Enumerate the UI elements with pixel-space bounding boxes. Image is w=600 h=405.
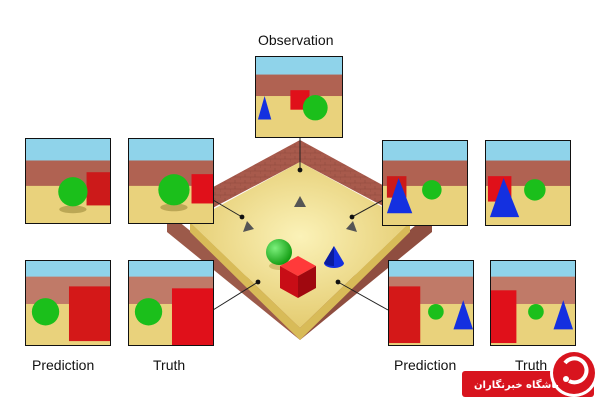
camera-right (346, 221, 357, 232)
truth-left-bottom-panel (128, 260, 214, 346)
connector-lines (212, 138, 389, 311)
prediction-left-top-panel (25, 138, 111, 224)
prediction-left-label: Prediction (32, 357, 95, 373)
prediction-right-top-panel (382, 140, 468, 226)
observation-label: Observation (258, 32, 334, 48)
truth-right-bottom-panel (490, 260, 576, 346)
connector-left-bottom (212, 281, 259, 311)
prediction-left-bottom-panel (25, 260, 111, 346)
truth-right-label: Truth (515, 357, 548, 373)
truth-right-top-panel (485, 140, 571, 226)
prediction-right-bottom-panel (388, 260, 474, 346)
camera-markers (243, 196, 357, 232)
green-sphere (266, 239, 292, 265)
watermark-text: باشگاه خبرنگاران (474, 380, 559, 391)
connector-left-top (212, 199, 243, 218)
watermark-logo (462, 349, 598, 397)
red-cube (280, 256, 316, 298)
blue-cone (324, 246, 344, 268)
truth-left-label: Truth (153, 357, 186, 373)
right-wall-side (300, 212, 432, 340)
connector-right-top (351, 199, 384, 218)
connector-right-bottom (337, 281, 389, 311)
left-wall-side (167, 212, 300, 340)
room-floor (190, 162, 410, 328)
camera-top (294, 196, 306, 207)
prediction-right-label: Prediction (394, 357, 457, 373)
camera-left (243, 221, 254, 232)
truth-left-top-panel (128, 138, 214, 224)
observation-panel (255, 56, 343, 138)
connector-dots (239, 167, 355, 285)
